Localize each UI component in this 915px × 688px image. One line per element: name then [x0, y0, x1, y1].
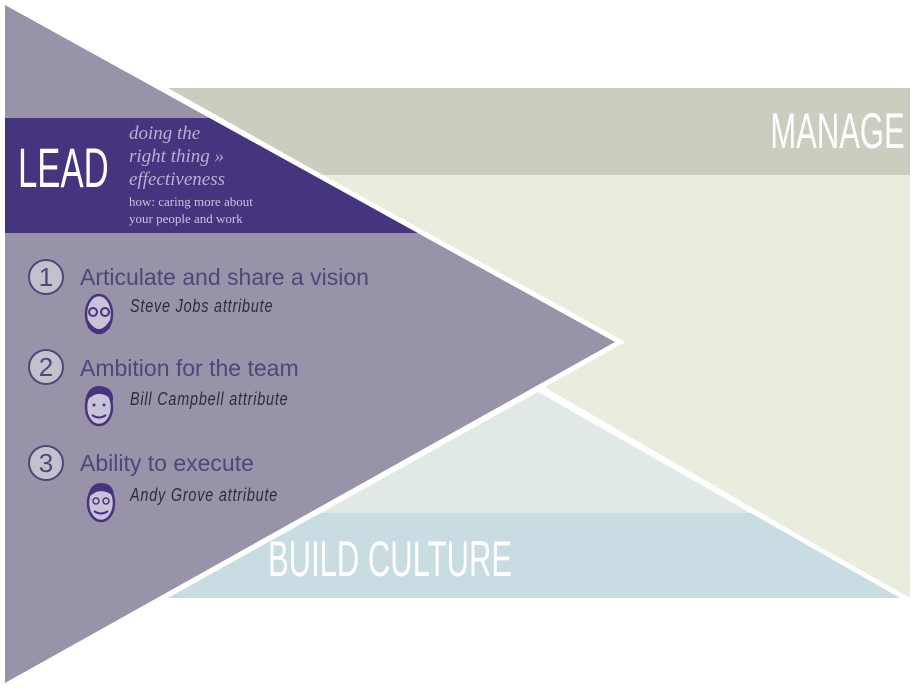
attribute-label: Andy Grove attribute — [130, 485, 279, 505]
steve-jobs-face-icon — [84, 293, 114, 335]
manage-title: MANAGE — [770, 103, 905, 159]
andy-grove-face-icon — [86, 483, 116, 523]
subtitle-line: right thing » — [129, 146, 225, 167]
build-culture-title: BUILD CULTURE — [268, 531, 513, 587]
how-line: how: caring more about — [129, 194, 253, 209]
number-badge: 2 — [28, 349, 64, 385]
lead-how: how: caring more about your people and w… — [129, 193, 253, 227]
lead-item-text: Articulate and share a vision — [80, 264, 369, 290]
subtitle-line: doing the — [129, 123, 201, 144]
lead-item-text: Ambition for the team — [80, 355, 299, 381]
lead-subtitle: doing the right thing » effectiveness — [129, 122, 225, 191]
number-badge: 3 — [28, 445, 64, 481]
lead-item-text: Ability to execute — [80, 450, 254, 476]
attribute-label: Steve Jobs attribute — [130, 296, 274, 316]
lead-title: LEAD — [18, 136, 109, 199]
number-badge: 1 — [28, 259, 64, 295]
bill-campbell-face-icon — [84, 385, 114, 427]
how-line: your people and work — [129, 211, 243, 226]
attribute-label: Bill Campbell attribute — [130, 389, 289, 409]
subtitle-line: effectiveness — [129, 169, 226, 190]
